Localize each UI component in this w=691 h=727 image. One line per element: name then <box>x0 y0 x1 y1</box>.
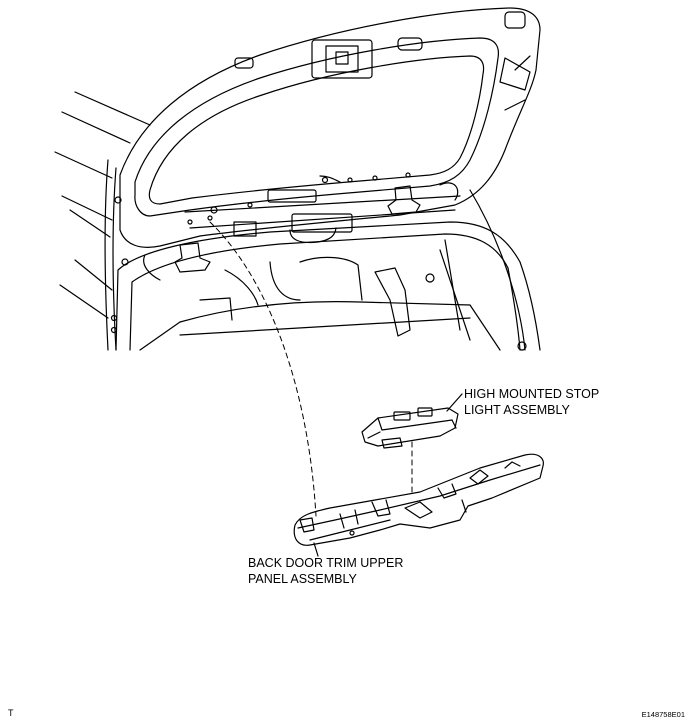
stop-light-label-line2: LIGHT ASSEMBLY <box>464 403 570 417</box>
back-door-drawing <box>115 8 540 280</box>
trim-panel-label-line1: BACK DOOR TRIM UPPER <box>248 556 404 570</box>
vehicle-body-drawing <box>55 92 540 350</box>
stop-light-assembly-drawing <box>362 394 462 448</box>
trim-panel-assembly-drawing <box>294 454 543 556</box>
trim-panel-label-line2: PANEL ASSEMBLY <box>248 572 357 586</box>
trim-panel-guide-line <box>210 222 316 516</box>
corner-mark-left: T <box>8 708 14 718</box>
figure-code: E148758E01 <box>641 710 685 719</box>
guide-lines <box>210 222 412 516</box>
stop-light-label-line1: HIGH MOUNTED STOP <box>464 387 600 401</box>
